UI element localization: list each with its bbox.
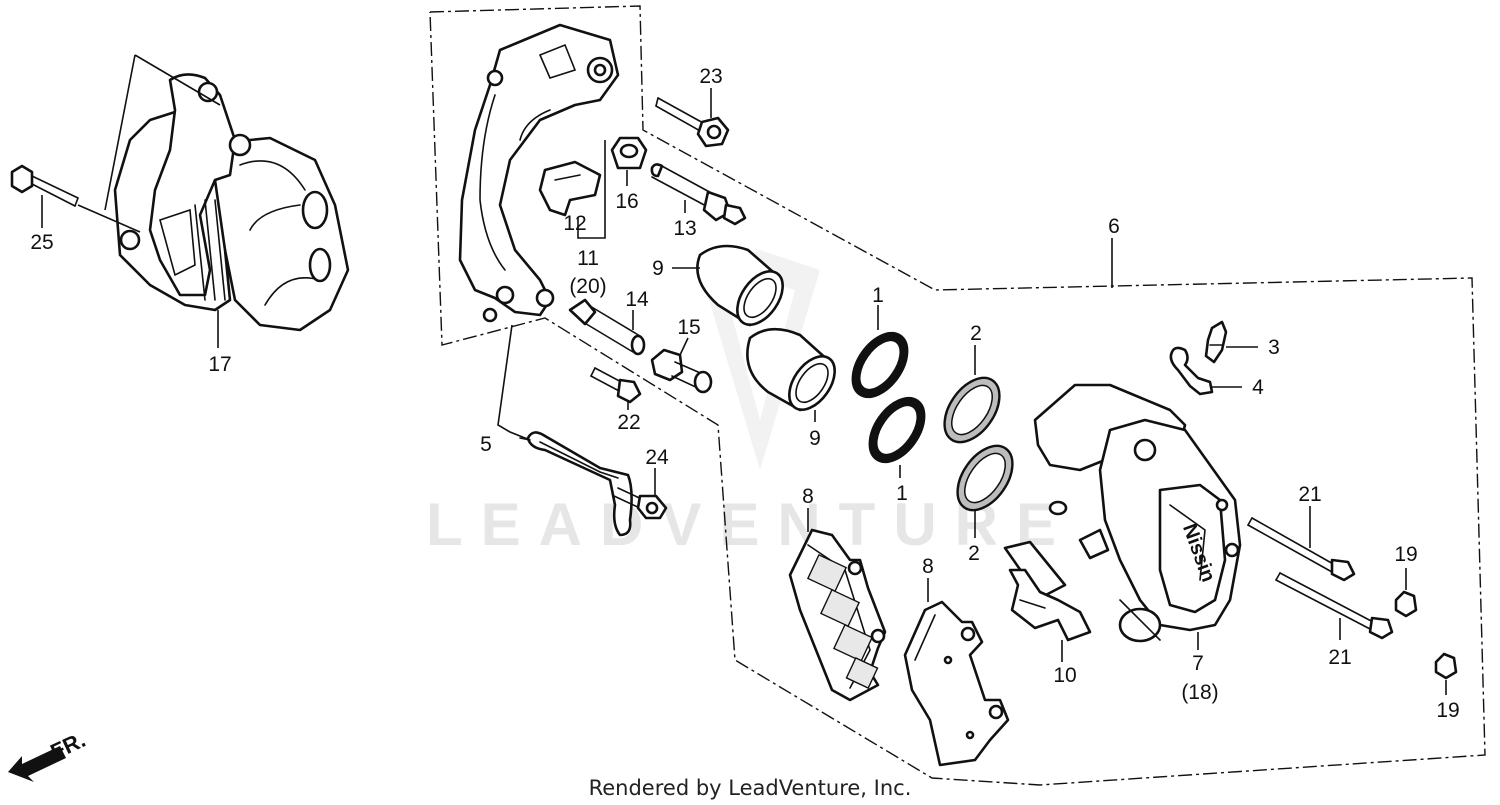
callout-6: 6	[1108, 215, 1120, 238]
watermark-text: LEADVENTURE	[426, 491, 1074, 558]
pin-21-upper	[1247, 506, 1356, 582]
callout-2-upper: 2	[970, 322, 982, 345]
callout-12: 12	[563, 212, 586, 235]
dust-seal-2-lower	[956, 444, 1014, 538]
footer-credit: Rendered by LeadVenture, Inc.	[589, 776, 912, 800]
callout-17: 17	[208, 353, 231, 376]
callout-1-upper: 1	[872, 284, 884, 307]
callout-23: 23	[699, 65, 722, 88]
callout-22: 22	[617, 411, 640, 434]
bleeder-valve-3	[1204, 320, 1258, 364]
leader-11	[577, 140, 606, 239]
callout-9-upper: 9	[652, 257, 664, 280]
bleeder-cap-4	[1169, 346, 1242, 396]
piston-seal-1-upper	[851, 305, 909, 399]
callout-3: 3	[1268, 336, 1280, 359]
bolt-15	[650, 337, 713, 394]
callout-25: 25	[30, 231, 53, 254]
callout-20: (20)	[569, 275, 606, 298]
brake-pad-8-left	[788, 508, 887, 702]
callout-15: 15	[677, 316, 700, 339]
bolt-23	[655, 88, 730, 148]
assembly-outline-box	[429, 5, 1486, 786]
callout-16: 16	[615, 190, 638, 213]
callout-19-lower: 19	[1436, 699, 1459, 722]
front-direction-arrow: FR.	[8, 727, 89, 782]
pad-pin-5	[497, 324, 633, 537]
brake-pad-8-right	[903, 578, 1010, 767]
callout-2-lower: 2	[968, 542, 980, 565]
callout-24: 24	[645, 446, 669, 469]
piston-seal-1-lower	[868, 396, 926, 478]
piston-9-lower	[746, 327, 836, 422]
callout-1-lower: 1	[896, 482, 908, 505]
pad-spring-10	[1003, 540, 1092, 662]
callout-21-lower: 21	[1328, 646, 1351, 669]
callout-4: 4	[1252, 376, 1264, 399]
piston-9-upper	[672, 244, 784, 327]
pin-14	[568, 298, 646, 356]
callout-14: 14	[625, 288, 649, 311]
bolt-25	[10, 164, 141, 233]
bolt-24	[613, 468, 668, 520]
callout-7: 7	[1192, 652, 1204, 675]
callout-8-right: 8	[922, 555, 934, 578]
pad-spring-12	[538, 160, 602, 217]
callout-10: 10	[1053, 664, 1076, 687]
callout-5: 5	[480, 433, 492, 456]
callout-13: 13	[673, 217, 696, 240]
pin-13	[650, 163, 747, 226]
pin-21-lower	[1275, 572, 1394, 640]
callout-21-upper: 21	[1298, 483, 1321, 506]
callout-11: 11	[577, 247, 599, 270]
boot-16	[610, 136, 648, 186]
dust-seal-2-upper	[943, 345, 1001, 444]
callout-18: (18)	[1181, 681, 1218, 704]
boot-19-upper	[1394, 568, 1418, 618]
assembled-caliper	[10, 54, 350, 348]
callout-8-left: 8	[802, 485, 814, 508]
callout-19-upper: 19	[1394, 543, 1417, 566]
callout-numbers: 23 16 13 12 11 (20) 14 15 22 5 24 9 9 1 …	[30, 65, 1459, 722]
boot-19-lower	[1434, 652, 1458, 695]
callout-9-lower: 9	[809, 427, 821, 450]
caliper-bracket	[458, 23, 620, 323]
caliper-body-7: Nissin	[1033, 383, 1242, 650]
bolt-22	[590, 367, 642, 410]
